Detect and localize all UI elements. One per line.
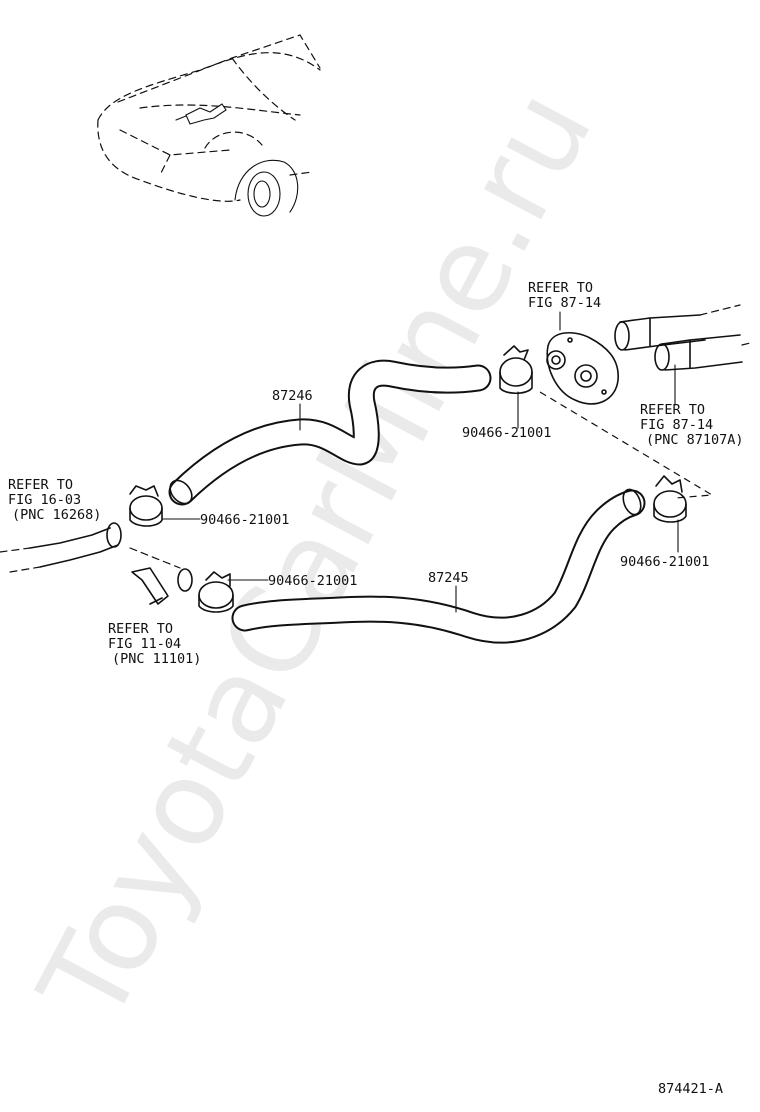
clamp-upper-right[interactable] (499, 345, 533, 395)
ref-right-line1: REFER TO (640, 402, 705, 418)
heater-grommet-plate (546, 331, 619, 405)
reference-dashed-lines (539, 391, 714, 499)
ref-right-line3: (PNC 87107A) (646, 432, 744, 448)
hose-87246[interactable] (166, 359, 492, 508)
watermark: ToyotaCarMine.ru (12, 68, 618, 1044)
figure-id: 874421-A (658, 1081, 723, 1097)
clamp-left-lower-label: 90466-21001 (268, 573, 357, 589)
clamp-left-upper-label: 90466-21001 (200, 512, 289, 528)
ref-left-line1: REFER TO (8, 477, 73, 493)
ref-right-line2: FIG 87-14 (640, 417, 713, 433)
hose-87245[interactable] (231, 487, 646, 644)
labels: 87246 87245 90466-21001 90466-21001 9046… (8, 280, 744, 1097)
part-87246-label: 87246 (272, 388, 313, 404)
clamp-left-upper[interactable] (129, 485, 163, 527)
clamp-lower-right[interactable] (653, 475, 687, 523)
heater-pipes (614, 304, 751, 371)
clamp-lower-right-label: 90466-21001 (620, 554, 709, 570)
ref-bottom-line1: REFER TO (108, 621, 173, 637)
engine-pipe-left (0, 522, 122, 573)
ref-bottom-line3: (PNC 11101) (112, 651, 201, 667)
clamp-upper-right-label: 90466-21001 (462, 425, 551, 441)
leader-lines (161, 311, 679, 613)
ref-top-line1: REFER TO (528, 280, 593, 296)
part-87245-label: 87245 (428, 570, 469, 586)
vehicle-outline (97, 34, 321, 217)
ref-left-line3: (PNC 16268) (12, 507, 101, 523)
ref-top-line2: FIG 87-14 (528, 295, 601, 311)
clamp-left-lower[interactable] (198, 571, 234, 613)
ref-bottom-line2: FIG 11-04 (108, 636, 181, 652)
ref-left-line2: FIG 16-03 (8, 492, 81, 508)
engine-pipe-lower (129, 547, 193, 605)
